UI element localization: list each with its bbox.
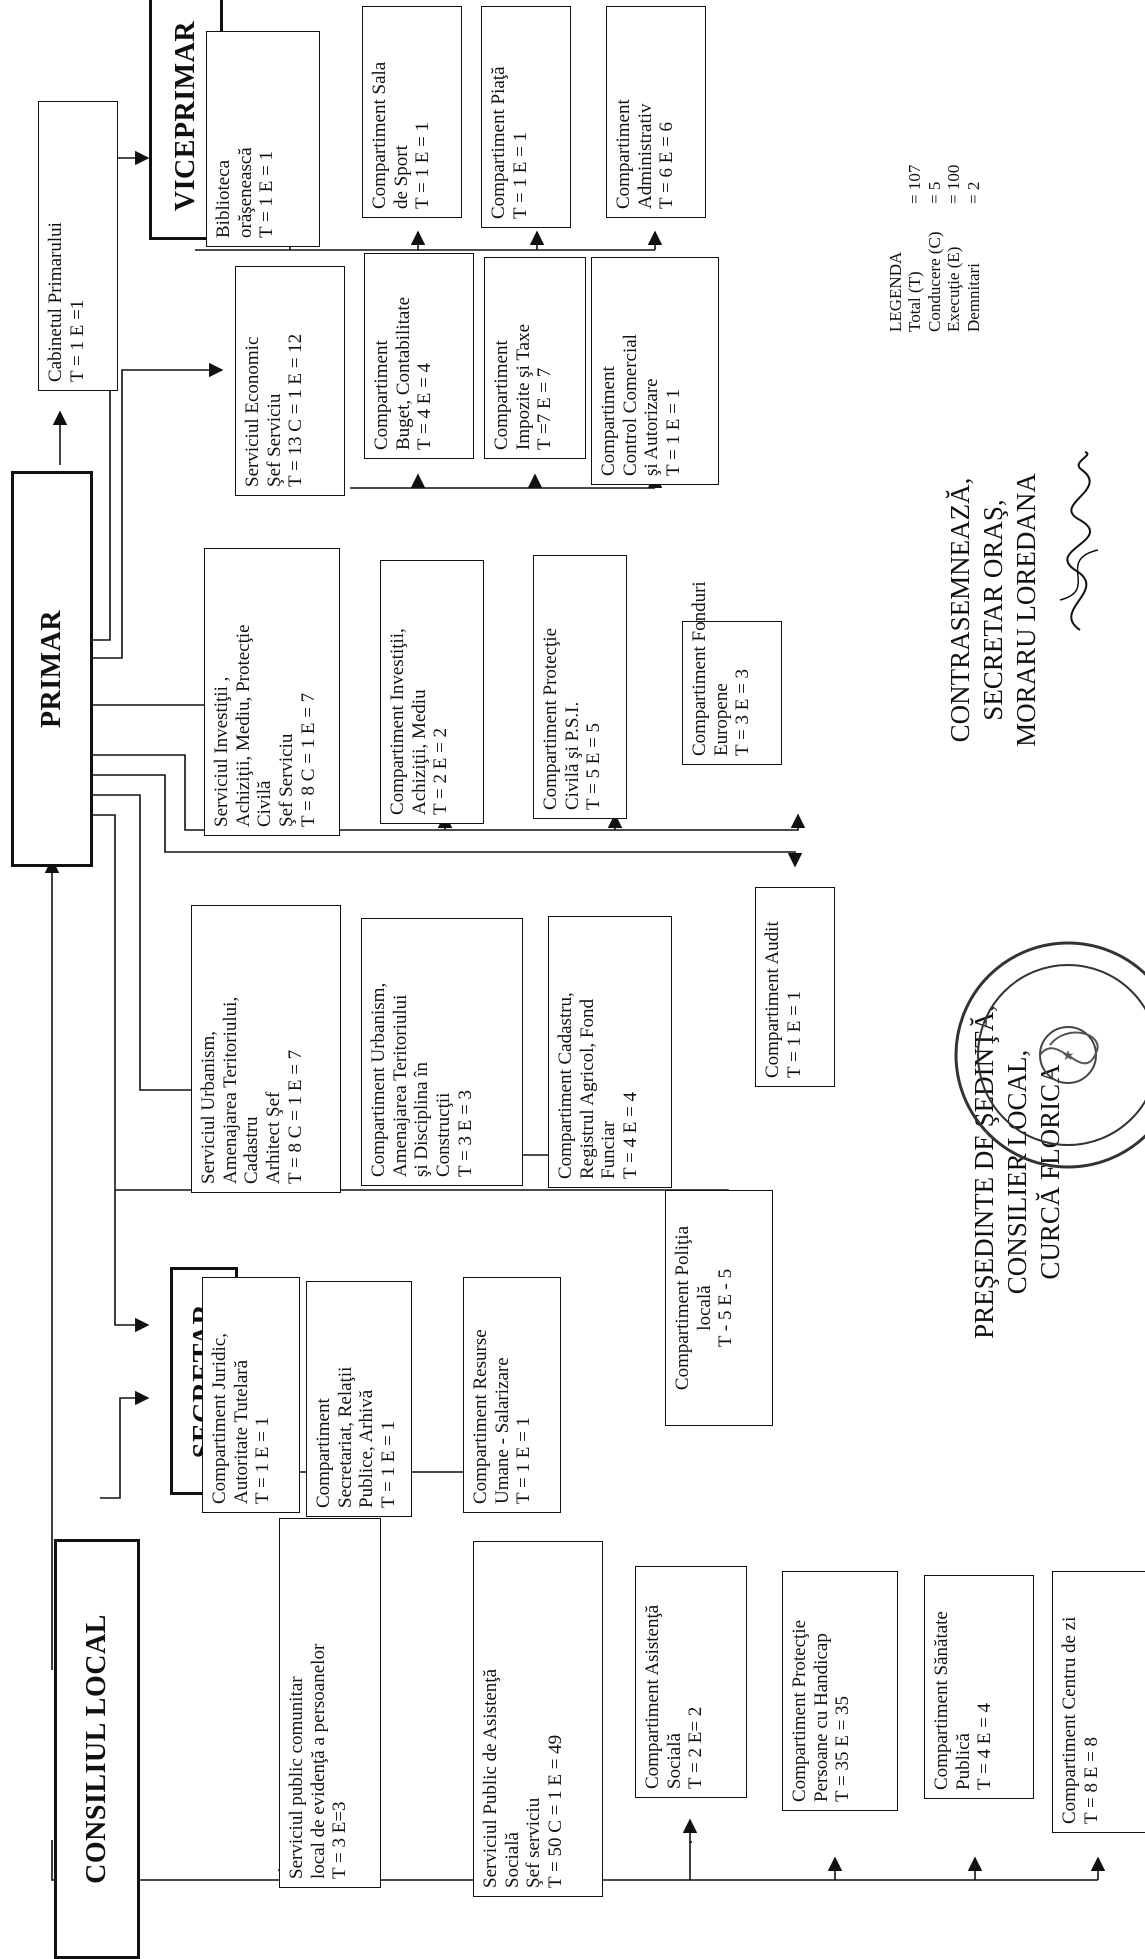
legend-row: Demnitari= 2 — [963, 181, 983, 332]
official-stamp: ★ — [954, 941, 1145, 1169]
juridic-box: Compartiment Juridic,Autoritate Tutelară… — [202, 1277, 300, 1513]
consiliul-local-box: CONSILIUL LOCAL — [54, 1539, 140, 1959]
legend-row: Execuţie (E)= 100 — [944, 164, 964, 332]
legend-row: Conducere (C)= 5 — [924, 181, 944, 332]
org-chart: PRIMAR CONSILIUL LOCAL VICEPRIMAR SECRET… — [11, 0, 1145, 1959]
serviciul-investitii-box: Serviciul Investiţii ,Achiziţii, Mediu, … — [204, 548, 340, 836]
comp-urbanism-box: Compartiment Urbanism,Amenajarea Teritor… — [361, 918, 523, 1186]
svg-text:★: ★ — [1062, 1049, 1075, 1064]
legend: LEGENDA Total (T)= 107 Conducere (C)= 5 … — [886, 112, 998, 332]
cadastru-box: Compartiment Cadastru,Registrul Agricol,… — [548, 916, 672, 1188]
comp-investitii-box: Compartiment Investiţii,Achiziţii, Mediu… — [380, 560, 484, 824]
serviciul-urbanism-box: Serviciul Urbanism,Amenajarea Teritoriul… — [191, 905, 341, 1193]
handwritten-signature — [1059, 451, 1099, 631]
legend-row: Total (T)= 107 — [905, 164, 925, 332]
primar-box: PRIMAR — [11, 471, 93, 867]
legend-title: LEGENDA — [886, 251, 905, 332]
